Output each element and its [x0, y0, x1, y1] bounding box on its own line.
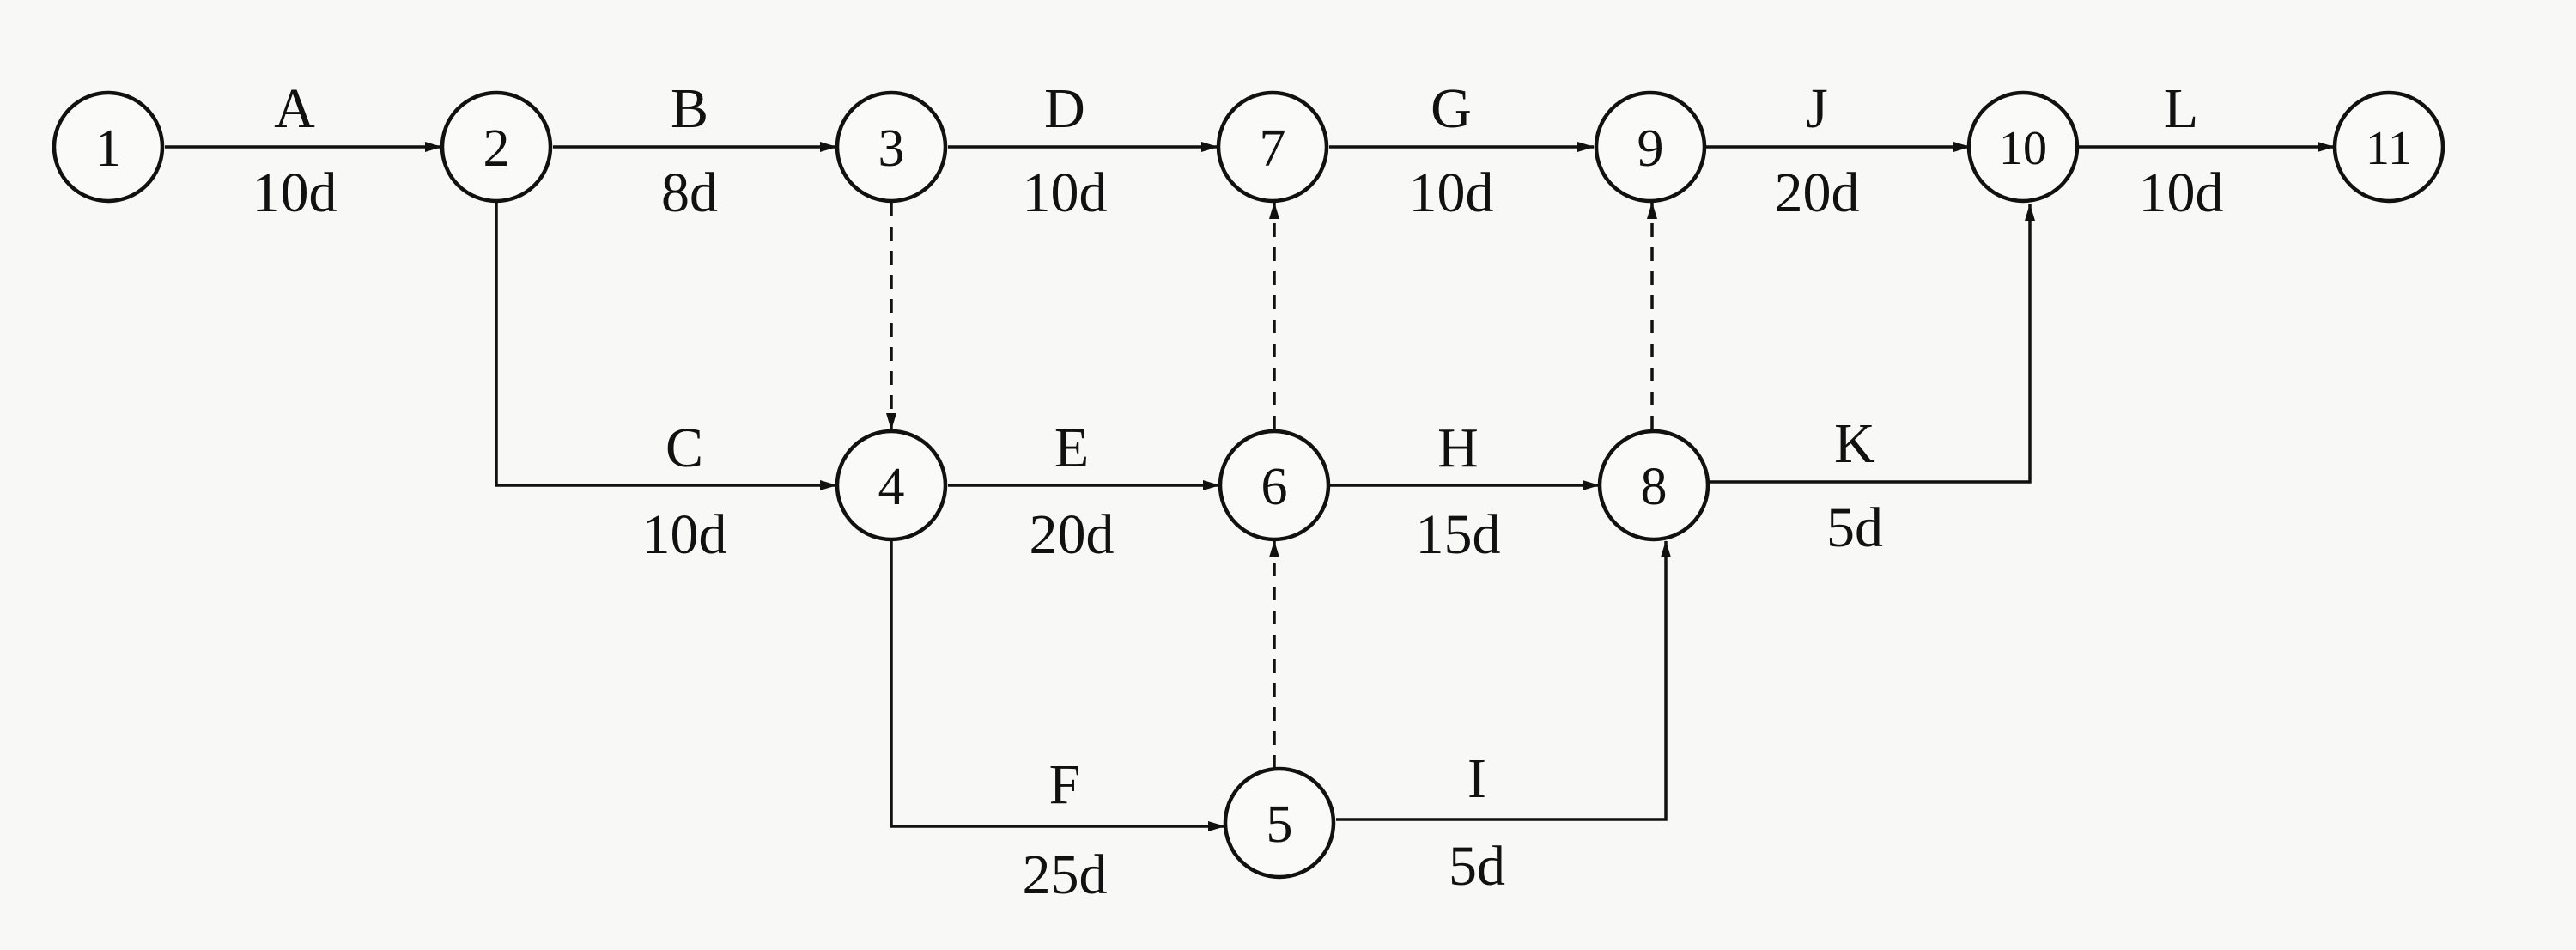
activity-name-b: B — [671, 77, 708, 140]
activity-name-h: H — [1437, 417, 1479, 479]
node-label-6: 6 — [1261, 458, 1288, 516]
activity-duration-l: 10d — [2139, 161, 2224, 224]
activity-name-l: L — [2164, 77, 2198, 140]
node-label-4: 4 — [878, 458, 905, 516]
activity-name-i: I — [1467, 747, 1486, 810]
activity-duration-f: 25d — [1023, 843, 1108, 906]
activity-name-k: K — [1834, 412, 1875, 475]
node-6: 6 — [1218, 429, 1331, 542]
node-10: 10 — [1966, 90, 2080, 204]
node-label-2: 2 — [483, 119, 510, 178]
node-label-10: 10 — [1999, 122, 2047, 175]
activity-duration-k: 5d — [1826, 496, 1883, 559]
activity-name-a: A — [274, 77, 315, 140]
edge-c — [495, 203, 837, 490]
activity-edges — [165, 142, 2335, 831]
node-label-11: 11 — [2366, 122, 2412, 175]
activity-name-j: J — [1806, 77, 1828, 140]
node-9: 9 — [1594, 90, 1707, 204]
node-3: 3 — [835, 90, 948, 204]
activity-duration-g: 10d — [1409, 161, 1494, 224]
edge-k — [1709, 204, 2035, 484]
node-label-5: 5 — [1267, 795, 1293, 854]
activity-duration-j: 20d — [1775, 161, 1860, 224]
activity-duration-i: 5d — [1449, 835, 1505, 898]
activity-name-g: G — [1431, 77, 1472, 140]
activity-name-f: F — [1049, 753, 1081, 816]
node-4: 4 — [835, 429, 948, 542]
activity-labels: A 10d B 8d C 10d D 10d E 20d F 25d G 10d… — [252, 77, 2224, 906]
node-11: 11 — [2332, 90, 2445, 204]
node-1: 1 — [52, 90, 165, 204]
edge-i — [1336, 540, 1671, 821]
node-label-1: 1 — [95, 119, 122, 178]
node-2: 2 — [440, 90, 553, 204]
activity-name-c: C — [665, 417, 703, 479]
activity-duration-b: 8d — [661, 161, 718, 224]
activity-name-e: E — [1054, 417, 1089, 479]
nodes: 1 2 3 4 5 6 7 8 — [52, 90, 2445, 880]
activity-duration-a: 10d — [252, 161, 337, 224]
edge-f — [890, 541, 1225, 831]
activity-duration-d: 10d — [1023, 161, 1108, 224]
node-label-7: 7 — [1260, 119, 1286, 178]
dummy-edges — [886, 202, 1657, 769]
node-7: 7 — [1216, 90, 1329, 204]
node-label-8: 8 — [1641, 458, 1668, 516]
activity-duration-e: 20d — [1030, 503, 1115, 566]
node-label-3: 3 — [878, 119, 905, 178]
node-5: 5 — [1223, 766, 1336, 880]
activity-name-d: D — [1044, 77, 1085, 140]
activity-duration-c: 10d — [642, 503, 727, 566]
node-label-9: 9 — [1637, 119, 1664, 178]
node-8: 8 — [1597, 429, 1710, 542]
activity-duration-h: 15d — [1416, 503, 1501, 566]
